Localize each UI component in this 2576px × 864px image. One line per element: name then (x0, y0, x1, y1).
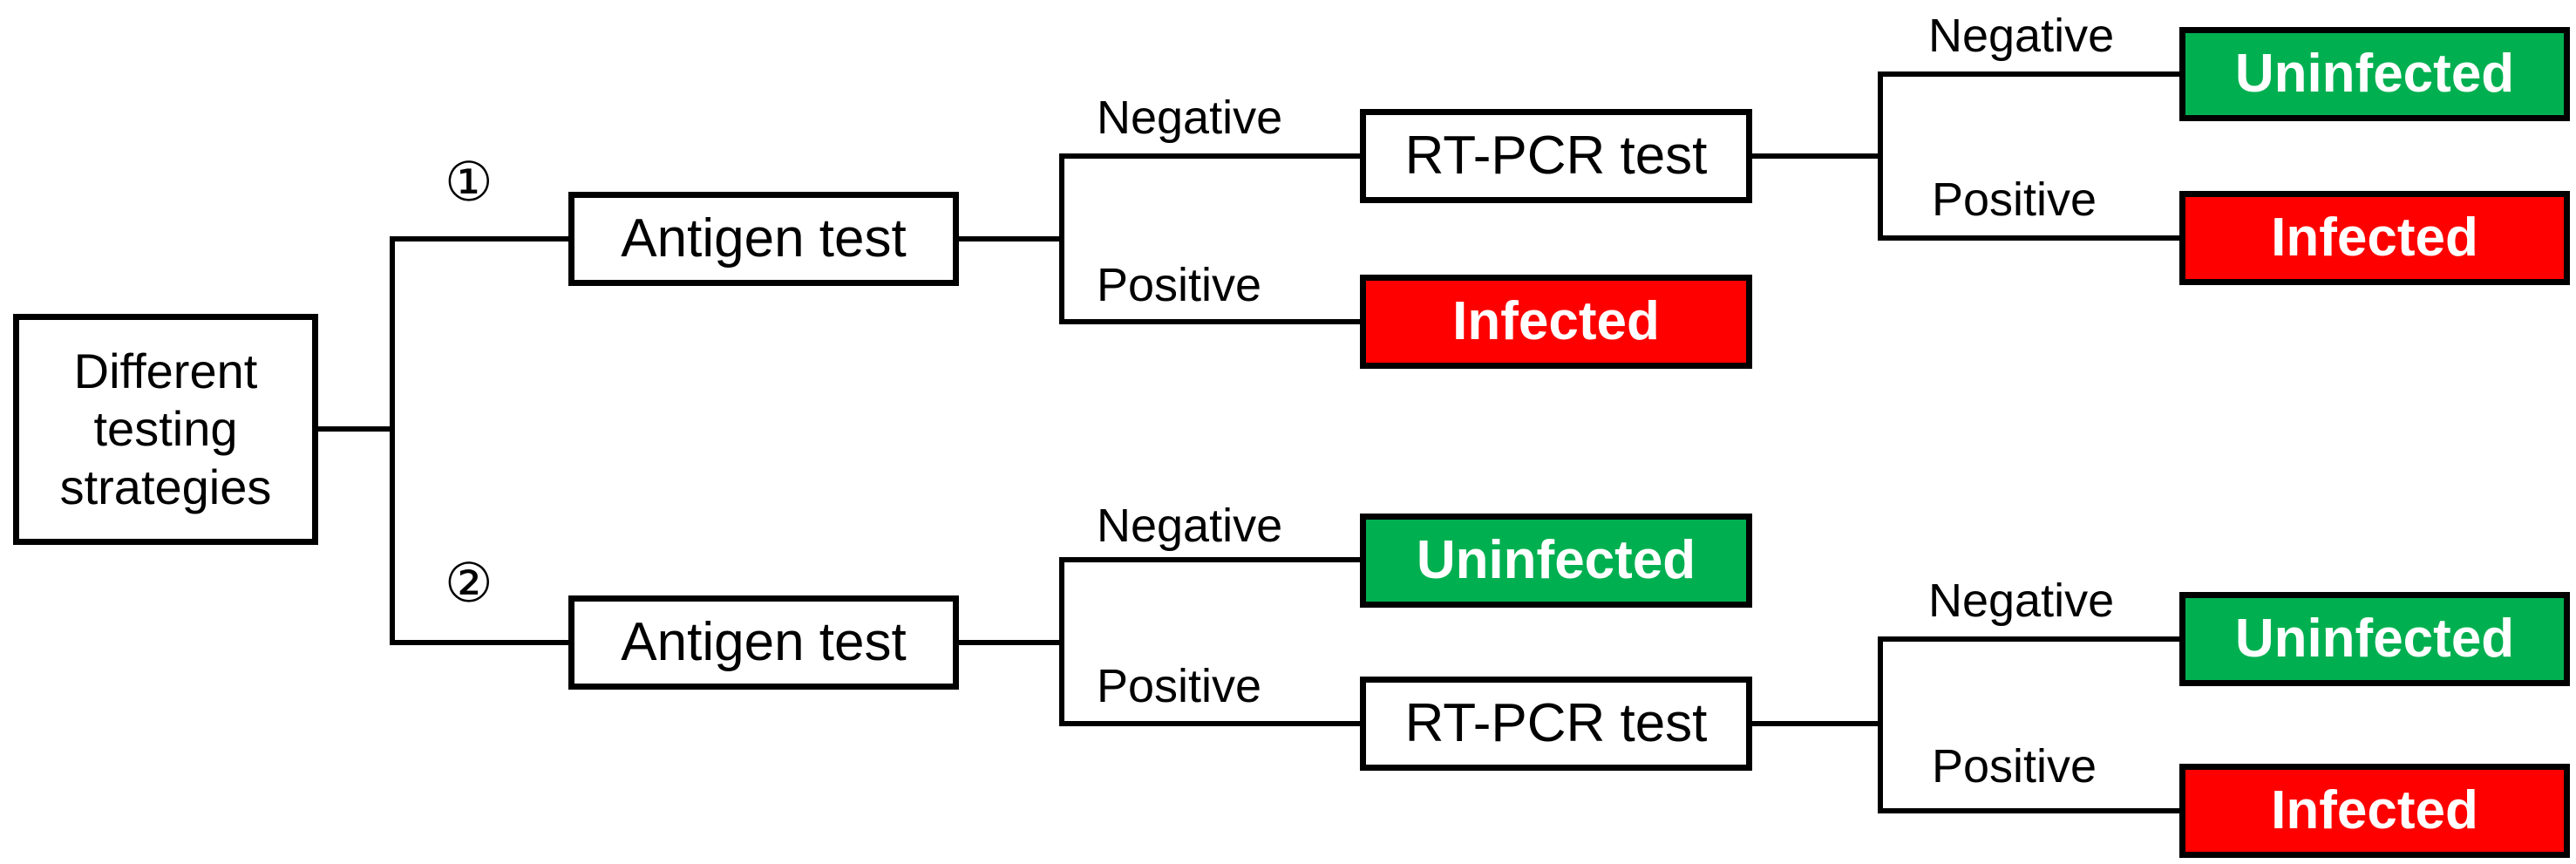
s1-pcr-negative-label: Negative (1928, 10, 2115, 62)
s2-rtpcr-test-label: RT-PCR test (1404, 693, 1708, 753)
s2-pcr-negative-uninfected-label: Uninfected (2234, 609, 2515, 669)
connector-s1-rtpcr-out (1752, 153, 1880, 159)
connector-s2-antigen-split-vertical (1059, 557, 1064, 726)
s2-antigen-negative-uninfected-label: Uninfected (1416, 530, 1696, 590)
s2-antigen-negative-uninfected-result: Uninfected (1360, 514, 1752, 608)
s2-antigen-test-node: Antigen test (568, 595, 959, 690)
s2-rtpcr-test-node: RT-PCR test (1360, 677, 1752, 771)
s1-pcr-positive-label: Positive (1932, 173, 2097, 226)
connector-s1-rtpcr-split-vertical (1878, 71, 1883, 241)
s2-pcr-positive-infected-label: Infected (2271, 780, 2478, 840)
connector-s2-antigen-negative (1062, 557, 1360, 562)
connector-s1-rtpcr-positive (1880, 235, 2179, 241)
s2-antigen-test-label: Antigen test (621, 612, 907, 672)
s1-rtpcr-test-node: RT-PCR test (1360, 109, 1752, 203)
s1-antigen-positive-label: Positive (1097, 259, 1262, 311)
s1-antigen-positive-infected-label: Infected (1452, 291, 1660, 351)
connector-s2-rtpcr-split-vertical (1878, 636, 1883, 813)
root-node-different-testing-strategies: Different testing strategies (13, 314, 318, 545)
s1-pcr-positive-infected-label: Infected (2271, 207, 2478, 268)
connector-root-stem (318, 426, 392, 432)
s2-antigen-negative-label: Negative (1097, 500, 1283, 552)
s1-antigen-test-label: Antigen test (621, 208, 907, 269)
connector-s1-antigen-positive (1062, 319, 1360, 324)
connector-s2-rtpcr-negative (1880, 636, 2179, 642)
connector-s2-antigen-out (959, 640, 1062, 645)
connector-s2-antigen-positive (1062, 721, 1360, 726)
s1-antigen-positive-infected-result: Infected (1360, 275, 1752, 369)
s1-rtpcr-test-label: RT-PCR test (1404, 126, 1708, 186)
root-node-label: Different testing strategies (59, 344, 272, 514)
s1-antigen-test-node: Antigen test (568, 192, 959, 286)
connector-s1-antigen-negative (1062, 153, 1360, 159)
strategy-1-marker: ① (445, 150, 493, 214)
s2-pcr-negative-uninfected-result: Uninfected (2179, 592, 2570, 686)
connector-branch-strategy2 (392, 640, 568, 645)
s1-pcr-negative-uninfected-result: Uninfected (2179, 27, 2570, 121)
s1-pcr-negative-uninfected-label: Uninfected (2234, 44, 2515, 104)
connector-s2-rtpcr-positive (1880, 808, 2179, 813)
connector-s1-antigen-split-vertical (1059, 153, 1064, 324)
s2-pcr-positive-infected-result: Infected (2179, 764, 2570, 858)
s1-pcr-positive-infected-result: Infected (2179, 191, 2570, 285)
connector-s2-rtpcr-out (1752, 721, 1880, 726)
s2-pcr-positive-label: Positive (1932, 740, 2097, 793)
s1-antigen-negative-label: Negative (1097, 92, 1283, 144)
connector-branch-strategy1 (392, 236, 568, 242)
s2-pcr-negative-label: Negative (1928, 575, 2115, 627)
s2-antigen-positive-label: Positive (1097, 660, 1262, 712)
connector-root-split-vertical (390, 236, 395, 645)
strategy-2-marker: ② (445, 551, 493, 615)
connector-s1-rtpcr-negative (1880, 71, 2179, 77)
connector-s1-antigen-out (959, 236, 1062, 242)
